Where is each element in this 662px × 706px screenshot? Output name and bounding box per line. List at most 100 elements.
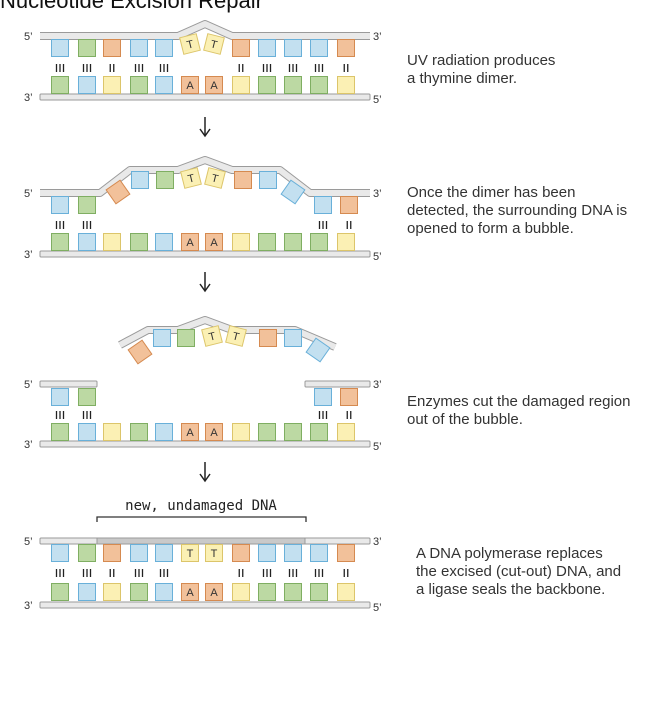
base-blue-block xyxy=(78,233,96,251)
base-blue-block xyxy=(131,171,149,189)
base-green-block xyxy=(78,196,96,214)
base-blue-block xyxy=(78,76,96,94)
down-arrow xyxy=(199,272,211,293)
base-blue xyxy=(155,583,173,601)
base-orange xyxy=(103,544,121,562)
three-prime-label: 3’ xyxy=(373,188,382,200)
base-orange-block xyxy=(259,329,277,347)
base-blue-block xyxy=(155,423,173,441)
new-backbone-segment xyxy=(96,537,306,545)
base-green xyxy=(310,76,328,94)
base-blue xyxy=(51,544,69,562)
thymine-dimer-base-block xyxy=(204,167,226,189)
hydrogen-bond xyxy=(346,411,352,419)
base-blue xyxy=(78,76,96,94)
base-blue-block xyxy=(258,39,276,57)
base-blue xyxy=(284,544,302,562)
base-yellow-block xyxy=(232,423,250,441)
base-blue-block xyxy=(155,76,173,94)
base-blue xyxy=(259,171,277,189)
base-orange xyxy=(234,171,252,189)
base-blue xyxy=(280,179,306,205)
base-blue-block xyxy=(280,179,306,205)
base-green xyxy=(78,388,96,406)
base-yellow xyxy=(103,76,121,94)
base-green xyxy=(51,423,69,441)
base-orange-block xyxy=(340,196,358,214)
base-orange-block xyxy=(105,179,131,205)
thymine-dimer-base-block xyxy=(179,33,201,55)
base-orange xyxy=(340,388,358,406)
base-orange-block xyxy=(205,233,223,251)
new-dna-bracket xyxy=(96,516,307,522)
three-prime-label: 3’ xyxy=(24,439,33,451)
base-green xyxy=(258,233,276,251)
base-blue-block xyxy=(284,329,302,347)
base-green-block xyxy=(284,583,302,601)
hydrogen-bond xyxy=(314,64,324,72)
base-blue xyxy=(131,171,149,189)
base-orange: A xyxy=(181,423,199,441)
base-orange xyxy=(232,544,250,562)
base-orange: A xyxy=(205,423,223,441)
five-prime-label: 5’ xyxy=(373,441,382,453)
thymine-dimer-base-block xyxy=(201,325,223,347)
hydrogen-bond xyxy=(159,569,169,577)
base-yellow-block xyxy=(103,583,121,601)
base-letter: A xyxy=(210,587,218,599)
base-orange-block xyxy=(205,423,223,441)
five-prime-label: 5’ xyxy=(373,602,382,614)
five-prime-label: 5’ xyxy=(24,536,33,548)
base-orange-block xyxy=(232,544,250,562)
base-orange-block xyxy=(181,583,199,601)
base-orange-block xyxy=(103,544,121,562)
base-blue-block xyxy=(259,171,277,189)
five-prime-label: 5’ xyxy=(373,94,382,106)
base-orange-block xyxy=(181,233,199,251)
hydrogen-bond xyxy=(82,411,92,419)
base-green xyxy=(51,233,69,251)
base-green-block xyxy=(51,583,69,601)
base-orange-block xyxy=(337,544,355,562)
base-yellow-block xyxy=(103,423,121,441)
base-blue-block xyxy=(130,39,148,57)
base-green-block xyxy=(51,76,69,94)
base-green-block xyxy=(130,76,148,94)
base-blue xyxy=(155,544,173,562)
base-blue-block xyxy=(153,329,171,347)
base-green-block xyxy=(258,423,276,441)
caption-line: the excised (cut-out) DNA, and xyxy=(416,563,622,580)
base-blue-block xyxy=(78,423,96,441)
bottom-backbone xyxy=(39,440,371,448)
caption-step-2: Once the dimer has been detected, the su… xyxy=(407,184,627,238)
base-orange-block xyxy=(127,339,153,365)
base-orange: A xyxy=(205,583,223,601)
base-yellow xyxy=(337,233,355,251)
base-orange xyxy=(337,39,355,57)
base-blue xyxy=(153,329,171,347)
base-green xyxy=(284,76,302,94)
base-green-block xyxy=(284,76,302,94)
base-orange-block xyxy=(181,423,199,441)
bottom-backbone xyxy=(39,250,371,258)
base-yellow xyxy=(337,76,355,94)
base-orange-block xyxy=(205,583,223,601)
base-blue xyxy=(258,39,276,57)
base-orange xyxy=(105,179,131,205)
base-blue xyxy=(51,196,69,214)
base-letter: T xyxy=(187,548,194,560)
base-blue xyxy=(284,39,302,57)
base-letter: A xyxy=(210,237,218,249)
base-green xyxy=(258,76,276,94)
base-orange-block xyxy=(234,171,252,189)
base-yellow xyxy=(232,423,250,441)
base-blue-block xyxy=(284,39,302,57)
base-green-block xyxy=(78,388,96,406)
base-letter: T xyxy=(231,330,241,343)
hydrogen-bond xyxy=(262,569,272,577)
hydrogen-bond xyxy=(343,569,349,577)
base-green-block xyxy=(258,583,276,601)
base-blue-block xyxy=(305,337,331,363)
base-yellow-block xyxy=(232,583,250,601)
down-arrow xyxy=(199,117,211,138)
